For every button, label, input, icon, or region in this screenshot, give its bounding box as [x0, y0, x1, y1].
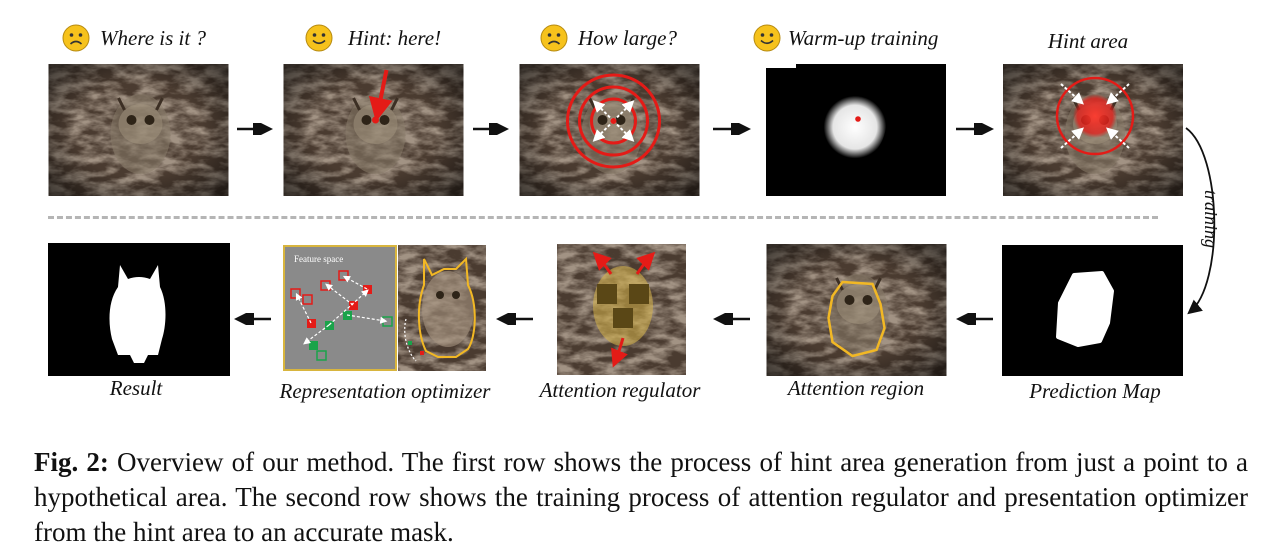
- label-representation-optimizer: Representation optimizer: [279, 379, 491, 403]
- owl-image-attention-region: [766, 244, 947, 376]
- warm-up-heatmap: [766, 64, 946, 196]
- owl-image-size-rings: [519, 64, 700, 196]
- left-arrow-icon: [713, 313, 750, 325]
- right-arrow-icon: [237, 123, 273, 135]
- caption-lead: Fig. 2:: [34, 447, 109, 477]
- label-how-large: How large?: [578, 26, 677, 50]
- label-attention-regulator: Attention regulator: [539, 378, 701, 402]
- label-hint-area: Hint area: [1047, 29, 1129, 53]
- feature-space-panel: Feature space: [283, 245, 397, 371]
- right-arrow-icon: [713, 123, 751, 135]
- owl-image-hint-point: [282, 64, 465, 196]
- label-attention-region: Attention region: [787, 376, 925, 400]
- figure-caption: Fig. 2: Overview of our method. The firs…: [34, 445, 1248, 550]
- label-hint-here: Hint: here!: [348, 26, 442, 50]
- prediction-map: [1002, 245, 1183, 376]
- owl-image-optimizer: [398, 245, 486, 371]
- result-mask: [48, 243, 230, 376]
- label-where-is-it: Where is it ?: [100, 26, 206, 50]
- left-arrow-icon: [496, 313, 533, 325]
- frown-face-icon: [62, 24, 90, 52]
- left-arrow-icon: [956, 313, 993, 325]
- smile-face-icon: [753, 24, 781, 52]
- owl-image-input: [48, 64, 229, 196]
- row-divider: [48, 216, 1158, 219]
- feature-space-label: Feature space: [294, 254, 343, 264]
- right-arrow-icon: [473, 123, 509, 135]
- label-result: Result: [109, 376, 163, 400]
- training-loop-arrow: [1185, 127, 1216, 315]
- frown-face-icon: [540, 24, 568, 52]
- right-arrow-icon: [956, 123, 994, 135]
- label-warm-up-training: Warm-up training: [788, 26, 939, 50]
- smile-face-icon: [305, 24, 333, 52]
- training-label: training: [1201, 190, 1221, 249]
- owl-image-hint-area: [1003, 64, 1183, 196]
- owl-image-attention-regulator: [557, 244, 686, 375]
- label-prediction-map: Prediction Map: [1029, 379, 1161, 403]
- left-arrow-icon: [234, 313, 271, 325]
- caption-text: Overview of our method. The first row sh…: [34, 447, 1248, 547]
